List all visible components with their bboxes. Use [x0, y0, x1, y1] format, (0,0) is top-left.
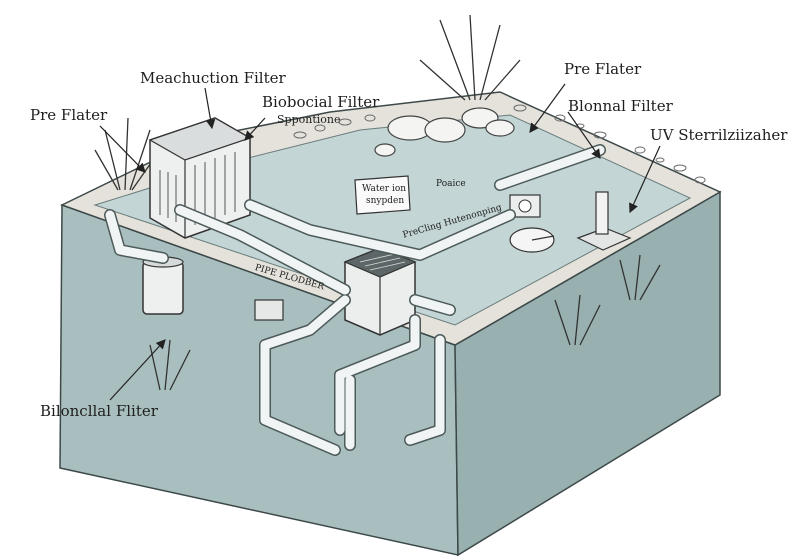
pipes	[104, 144, 606, 456]
label-poaice: Poaice	[436, 179, 466, 189]
label-biloncllal-fliter: Biloncllal Fliter	[40, 402, 158, 420]
plants	[94, 14, 661, 391]
lily-pad	[509, 227, 555, 253]
gravel-rim	[293, 104, 706, 184]
label-water-ion-line2: snypden	[366, 196, 405, 206]
arrow-blonnal	[567, 111, 601, 159]
arrow-meachuction	[204, 87, 216, 130]
left-canister	[142, 256, 184, 315]
label-pre-flater-right: Pre Flater	[564, 60, 642, 78]
leader-lines	[99, 83, 661, 401]
uv-sterilizer-device	[576, 191, 632, 251]
label-water-ion-line1: Water ion	[362, 184, 407, 194]
arrow-pre-flater-right	[529, 83, 566, 133]
label-biobocial-filter: Biobocial Filter	[262, 93, 380, 111]
label-sppontione: Sppontione	[277, 113, 341, 126]
arrow-biloncllal	[109, 339, 166, 401]
gauge-dial	[518, 199, 532, 213]
pump-box	[254, 299, 284, 321]
label-uv-sterilizer: UV Sterrilziizaher	[650, 126, 788, 144]
arrow-biobocial	[244, 117, 266, 141]
center-filter-box	[343, 247, 417, 336]
label-blonnal-filter: Blonnal Filter	[568, 97, 673, 115]
arrow-uv	[629, 145, 661, 214]
label-meachuction-filter: Meachuction Filter	[140, 69, 286, 87]
label-pre-flater-left: Pre Flater	[30, 106, 108, 124]
note-sign	[354, 175, 411, 215]
rocks	[374, 107, 515, 157]
arrow-pre-flater-left	[99, 125, 146, 173]
